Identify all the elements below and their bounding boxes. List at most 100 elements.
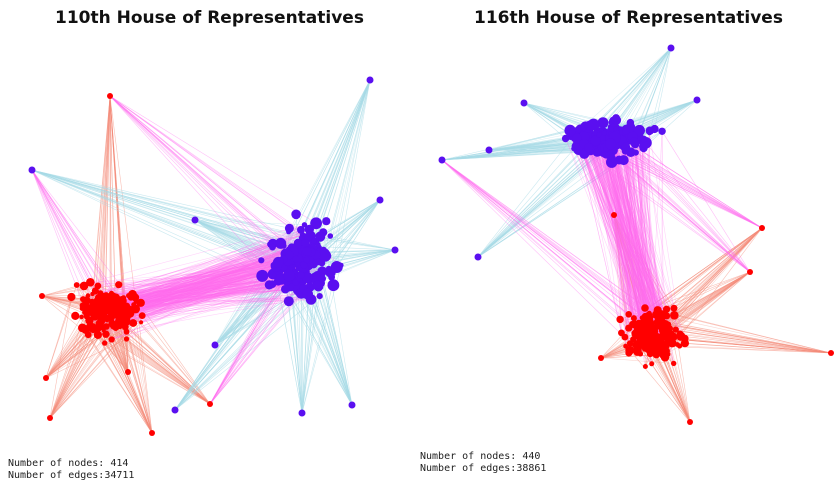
democrat-node xyxy=(28,166,36,174)
edge xyxy=(109,245,305,302)
network-panel-116th: 116th House of Representatives Number of… xyxy=(419,0,838,484)
edge xyxy=(630,151,763,229)
republican-node xyxy=(81,325,91,334)
edge xyxy=(603,146,650,350)
republican-node xyxy=(108,336,115,343)
edge xyxy=(612,150,667,310)
edge xyxy=(109,95,300,256)
edge xyxy=(101,259,300,328)
edge xyxy=(637,141,643,335)
edge-count-label: Number of edges:34711 xyxy=(8,470,135,481)
edge xyxy=(611,162,638,343)
edge xyxy=(119,299,312,322)
edge xyxy=(610,138,649,331)
edge xyxy=(612,150,664,325)
edge xyxy=(575,136,664,335)
edge xyxy=(100,259,300,294)
edge xyxy=(477,148,607,258)
edge xyxy=(637,132,650,348)
edge xyxy=(115,286,290,311)
edge xyxy=(642,141,651,332)
democrat-node xyxy=(325,265,332,272)
edge xyxy=(589,150,650,314)
republican-node xyxy=(87,319,93,325)
edge xyxy=(623,138,763,229)
edge xyxy=(95,264,275,292)
edge xyxy=(630,127,642,335)
edge xyxy=(593,140,649,337)
republican-node xyxy=(47,415,53,421)
edge xyxy=(31,169,129,296)
edge xyxy=(106,249,296,296)
edge xyxy=(214,243,281,346)
edge xyxy=(585,126,660,327)
node-layer xyxy=(438,44,834,425)
edge xyxy=(610,136,681,334)
edge xyxy=(109,95,297,276)
edge xyxy=(625,131,751,273)
edge xyxy=(31,169,292,248)
edge xyxy=(109,295,320,310)
republican-node xyxy=(625,311,632,318)
democrat-node xyxy=(313,280,322,289)
edge xyxy=(609,135,655,334)
edge xyxy=(119,282,296,327)
republican-node xyxy=(630,315,637,322)
republican-node xyxy=(747,269,753,275)
edge xyxy=(613,214,648,332)
edge xyxy=(586,131,644,332)
edge xyxy=(603,149,667,335)
edge xyxy=(665,337,832,354)
edge xyxy=(586,134,665,338)
edge xyxy=(615,142,675,309)
republican-node xyxy=(111,297,119,305)
republican-node xyxy=(671,360,677,367)
edge xyxy=(31,169,284,267)
edge xyxy=(610,144,626,338)
edge xyxy=(605,138,669,332)
edge xyxy=(609,135,644,334)
edge xyxy=(209,275,302,405)
edge xyxy=(119,257,294,323)
edge xyxy=(115,288,304,305)
edge xyxy=(596,142,654,334)
republican-node xyxy=(129,319,138,327)
edge xyxy=(592,125,660,336)
democrat-node xyxy=(391,246,399,254)
democrat-node xyxy=(658,127,666,135)
edge xyxy=(624,137,664,338)
network-graph-110th xyxy=(28,76,399,436)
node-layer xyxy=(28,76,399,436)
edge xyxy=(608,133,648,346)
edge xyxy=(606,136,663,315)
edge xyxy=(100,243,304,294)
edge xyxy=(586,134,651,354)
edge xyxy=(576,130,641,346)
edge xyxy=(41,295,76,317)
edge xyxy=(595,140,655,337)
edge xyxy=(97,267,301,287)
edge xyxy=(590,126,654,335)
edge-layer xyxy=(31,79,396,434)
republican-node xyxy=(99,297,109,307)
edge xyxy=(109,95,279,282)
edge xyxy=(574,145,751,273)
edge xyxy=(87,258,288,296)
edge xyxy=(619,159,763,229)
republican-node xyxy=(633,325,642,334)
edge xyxy=(109,95,319,248)
edge xyxy=(140,243,281,323)
edge xyxy=(136,288,286,302)
edge xyxy=(626,129,638,353)
edge xyxy=(595,47,672,141)
edge xyxy=(588,147,673,336)
edge xyxy=(141,292,302,323)
republican-node xyxy=(149,430,155,436)
edge xyxy=(622,134,658,326)
edge xyxy=(94,282,296,307)
republican-node xyxy=(598,355,604,361)
edge xyxy=(603,149,666,325)
edge xyxy=(584,153,645,341)
republican-node xyxy=(672,326,679,333)
edge xyxy=(587,150,650,345)
